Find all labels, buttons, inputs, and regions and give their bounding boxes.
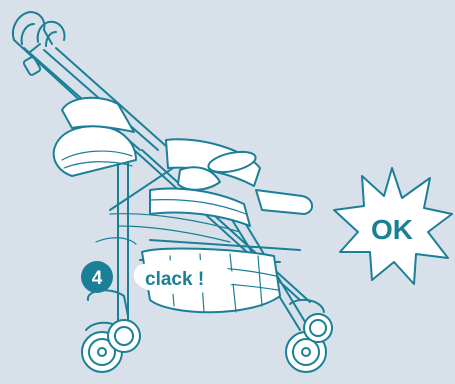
front-wheel-right bbox=[108, 320, 140, 352]
ok-label: OK bbox=[371, 214, 413, 245]
click-sound-label: clack ! bbox=[145, 269, 204, 290]
stroller-handles bbox=[13, 12, 65, 76]
rear-wheel-right bbox=[304, 314, 332, 342]
step-number: 4 bbox=[92, 268, 103, 289]
